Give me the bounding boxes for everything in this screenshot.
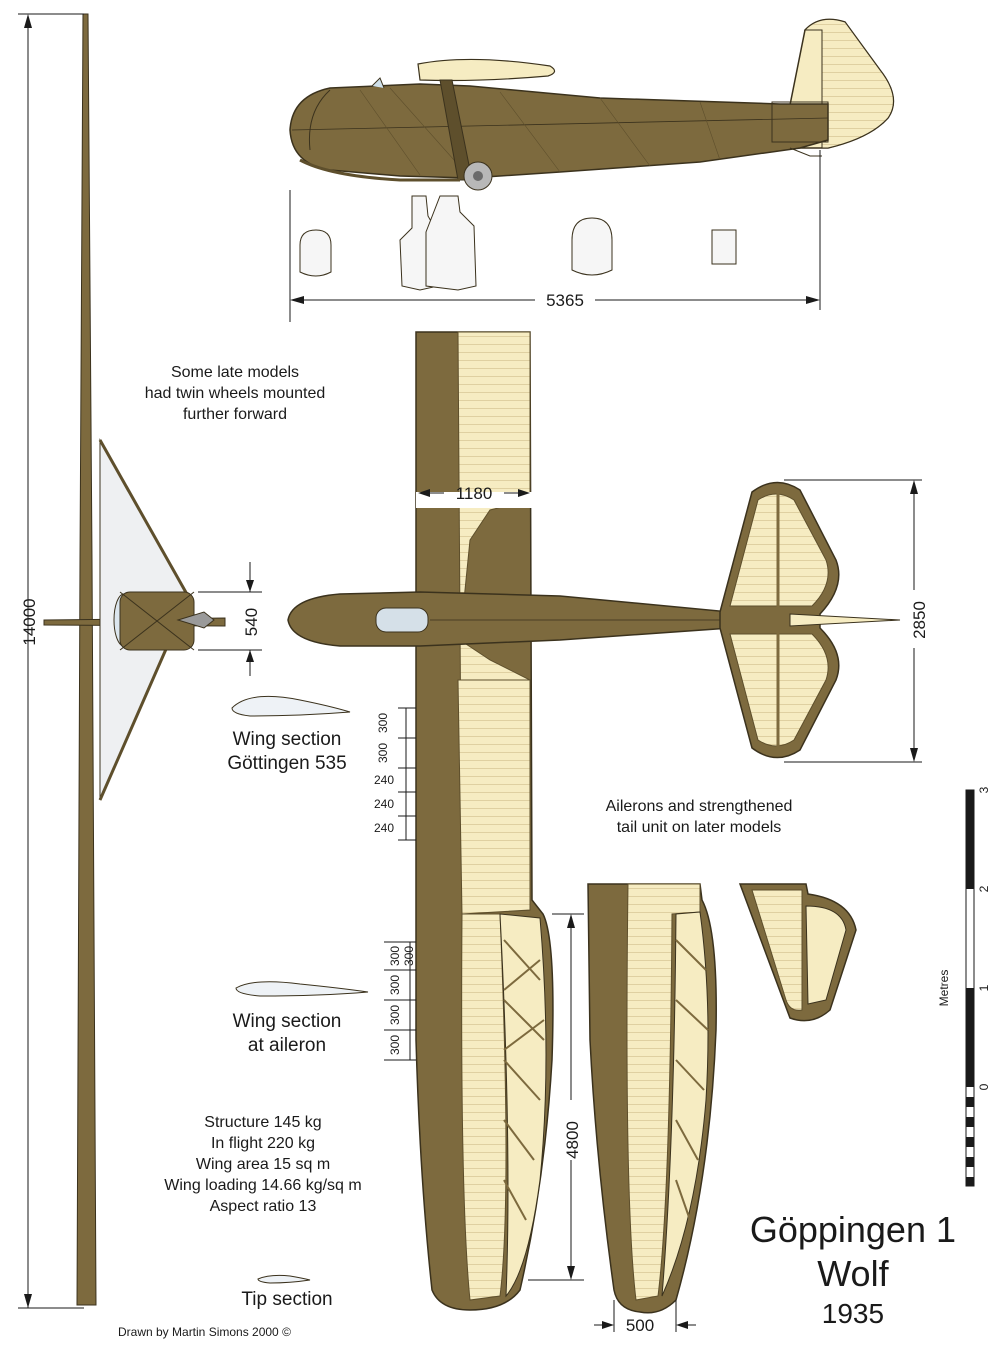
rib-spacing-inner-5: 240	[374, 821, 394, 835]
tailplane-span-dimension: 2850	[910, 601, 929, 639]
wing-section-root-line-1: Wing section	[232, 729, 342, 750]
wing-section-aileron-aerofoil	[235, 981, 369, 997]
twin-wheels-note-line-3: further forward	[182, 406, 288, 423]
plan-view: 1180 2850 300 300 240 240 240 300 300 30…	[287, 331, 929, 1311]
section-mid	[571, 217, 613, 276]
wing-section-aileron-label: Wing section at aileron	[212, 1010, 362, 1058]
spec-aspect-ratio: Aspect ratio 13	[209, 1198, 317, 1215]
section-tail	[711, 229, 737, 265]
wing-section-root-aerofoil	[231, 695, 351, 717]
rib-spacing-outer-2: 300	[388, 975, 402, 995]
spec-structure: Structure 145 kg	[204, 1114, 322, 1131]
scale-bar: 0 1 2 3 Metres	[937, 786, 991, 1187]
fuselage-width-dimension: 540	[242, 608, 261, 636]
ailerons-note-line-2: tail unit on later models	[616, 819, 782, 836]
wing-section-root-label: Wing section Göttingen 535	[212, 728, 362, 776]
wing-section-root-line-2: Göttingen 535	[227, 753, 347, 774]
wing-section-aileron-line-1: Wing section	[232, 1011, 342, 1032]
front-view: 14000 540	[18, 13, 262, 1309]
length-dimension: 5365	[546, 291, 584, 310]
scale-tick-2: 2	[977, 885, 991, 892]
wing-section-aileron-line-2: at aileron	[247, 1035, 327, 1056]
twin-wheels-note-line-2: had twin wheels mounted	[144, 385, 326, 402]
rib-spacing-outer-5: 300	[402, 946, 416, 966]
spec-wing-area: Wing area 15 sq m	[195, 1156, 331, 1173]
twin-wheels-note: Some late models had twin wheels mounted…	[130, 362, 340, 425]
rib-spacing-inner-1: 300	[376, 713, 390, 733]
plan-view-fuselage	[287, 591, 731, 647]
scale-tick-3: 3	[977, 786, 991, 793]
plan-view-rudder	[789, 613, 901, 627]
tip-section-line: Tip section	[241, 1289, 333, 1310]
drawing-credit: Drawn by Martin Simons 2000 ©	[118, 1325, 291, 1339]
aircraft-name: Göppingen 1	[749, 1209, 956, 1250]
tip-section-label: Tip section	[212, 1288, 362, 1312]
rib-spacing-inner-3: 240	[374, 773, 394, 787]
rib-spacing-outer-3: 300	[388, 1005, 402, 1025]
tip-chord-dimension: 500	[626, 1316, 654, 1335]
scale-tick-1: 1	[977, 984, 991, 991]
spec-wing-loading: Wing loading 14.66 kg/sq m	[164, 1177, 362, 1194]
side-view-fuselage	[289, 83, 829, 179]
later-model-details: 500	[587, 883, 857, 1335]
aircraft-subtitle: Wolf	[817, 1253, 889, 1294]
scale-tick-0: 0	[977, 1083, 991, 1090]
section-nose	[299, 229, 332, 277]
drawing-title: Göppingen 1 Wolf 1935	[750, 1208, 956, 1332]
aircraft-year: 1935	[821, 1298, 885, 1329]
plan-view-canopy	[375, 607, 429, 633]
tip-section-aerofoil	[257, 1274, 311, 1284]
root-chord-dimension: 1180	[456, 484, 493, 503]
scale-label: Metres	[937, 970, 951, 1007]
rib-spacing-outer-1: 300	[388, 946, 402, 966]
side-view-wing-section	[417, 58, 556, 82]
aileron-length-dimension: 4800	[563, 1121, 582, 1159]
twin-wheels-note-line-1: Some late models	[170, 364, 300, 381]
front-view-wing	[76, 13, 97, 1306]
rib-spacing-outer-4: 300	[388, 1035, 402, 1055]
front-view-tow-hook	[176, 611, 215, 629]
rib-spacing-inner-4: 240	[374, 797, 394, 811]
ailerons-note: Ailerons and strengthened tail unit on l…	[588, 796, 810, 838]
spec-in-flight: In flight 220 kg	[210, 1135, 316, 1152]
ailerons-note-line-1: Ailerons and strengthened	[605, 798, 793, 815]
side-view: 5365	[289, 18, 895, 322]
section-cockpit-b	[425, 195, 477, 291]
specifications: Structure 145 kg In flight 220 kg Wing a…	[150, 1112, 376, 1217]
span-dimension: 14000	[20, 598, 39, 645]
rib-spacing-inner-2: 300	[376, 743, 390, 763]
